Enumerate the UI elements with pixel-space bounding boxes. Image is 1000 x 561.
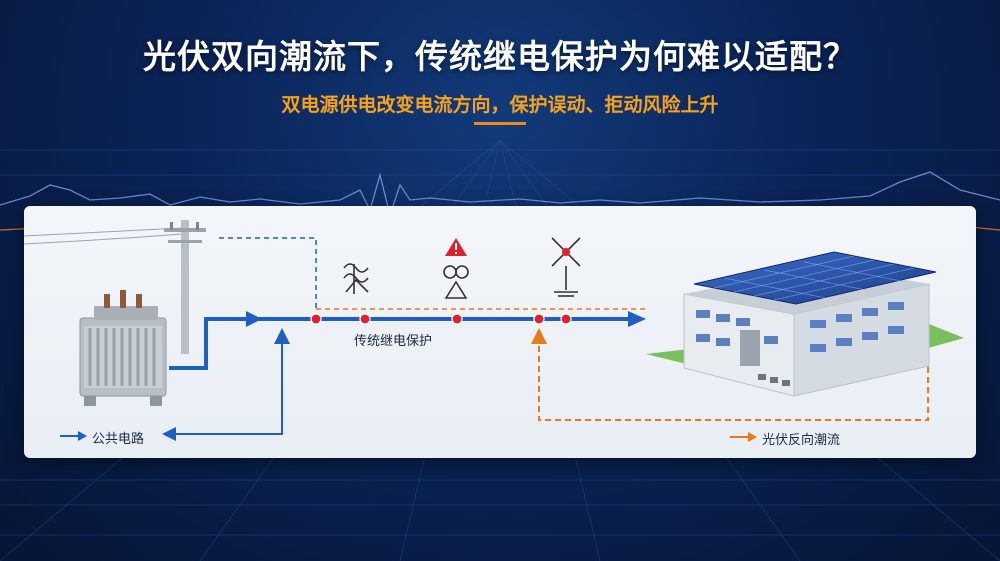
utility-pole-icon xyxy=(164,220,206,354)
grounding-switch-icon xyxy=(551,237,581,297)
legend-grid-arrow xyxy=(60,431,87,441)
pv-factory-icon xyxy=(646,251,964,397)
relay-nodes xyxy=(310,313,572,325)
relay-node xyxy=(451,313,463,325)
diagram-panel: 传统继电保护 公共电路 光伏反向潮流 xyxy=(24,206,976,458)
relay-node xyxy=(560,313,572,325)
grid-flow-arrow-1 xyxy=(246,311,262,327)
grid-return-arrow-left xyxy=(162,427,176,441)
warning-icon xyxy=(445,238,467,256)
grid-return-line xyxy=(169,338,283,435)
title-underline xyxy=(474,122,526,125)
main-grid-flow-line xyxy=(169,317,636,370)
relay-node xyxy=(533,313,545,325)
transformer-icon xyxy=(79,290,167,406)
pv-reverse-flow-line xyxy=(538,336,929,421)
legend-pv-label: 光伏反向潮流 xyxy=(762,432,841,447)
legend-pv-arrow xyxy=(730,432,757,442)
signal-dashed-line xyxy=(219,237,317,309)
relay-node xyxy=(359,313,371,325)
power-flow-diagram xyxy=(24,220,964,442)
grid-return-arrow-up xyxy=(274,328,290,344)
relay-coil-icon xyxy=(343,263,369,294)
instrument-transformer-icon xyxy=(443,265,469,299)
relay-protection-label: 传统继电保护 xyxy=(354,333,433,348)
pv-reverse-arrow-up xyxy=(531,328,547,344)
relay-node xyxy=(310,313,322,325)
page-subtitle: 双电源供电改变电流方向，保护误动、拒动风险上升 xyxy=(281,95,719,116)
page-title: 光伏双向潮流下，传统继电保护为何难以适配？ xyxy=(143,38,857,75)
legend-grid-label: 公共电路 xyxy=(92,431,145,446)
grid-flow-arrow-2 xyxy=(628,311,646,327)
overhead-wires xyxy=(24,227,183,245)
